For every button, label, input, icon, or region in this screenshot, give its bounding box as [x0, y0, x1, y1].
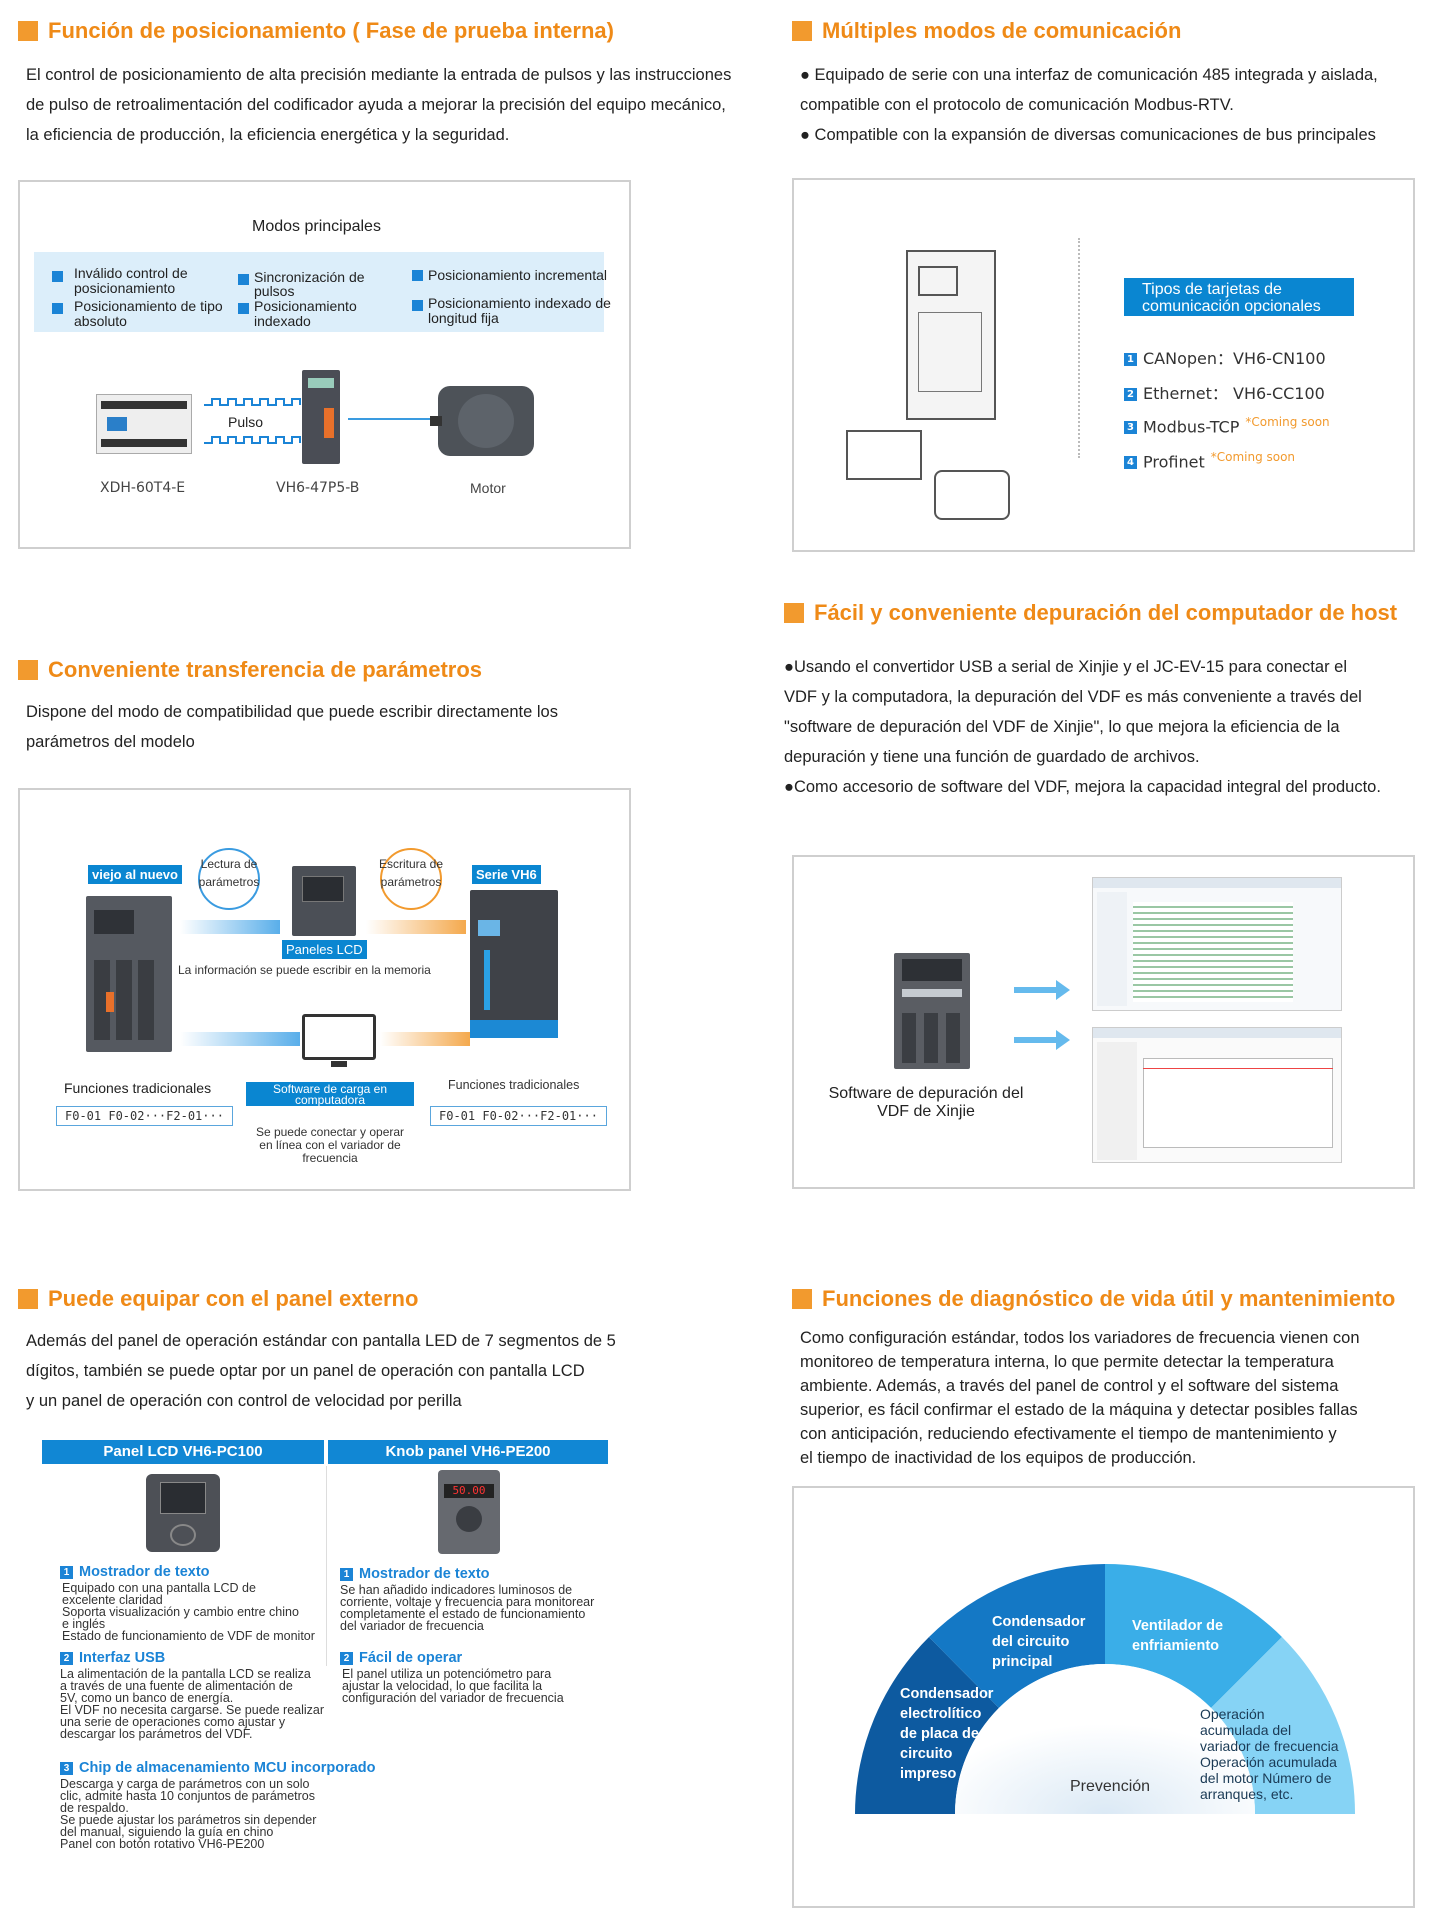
- arrow-icon: [180, 920, 280, 934]
- divider: [1078, 238, 1080, 458]
- software-chart-screenshot: [1092, 1027, 1342, 1163]
- vfd-device: [894, 953, 970, 1069]
- divider: [326, 1466, 327, 1666]
- orange-square-icon: [792, 1289, 812, 1309]
- positioning-diagram: Modos principales Inválido control de po…: [18, 180, 631, 549]
- pulse-signal-icon: [204, 398, 301, 444]
- diagnostics-description: Como configuración estándar, todos los v…: [800, 1329, 1360, 1467]
- modes-title: Modos principales: [252, 218, 381, 235]
- traditional-right: Funciones tradicionales: [448, 1078, 580, 1092]
- section-title-host-debug: Fácil y conveniente depuración del compu…: [784, 600, 1397, 626]
- codes-right: F0-01 F0-02···F2-01···: [430, 1106, 607, 1126]
- positioning-description: El control de posicionamiento de alta pr…: [26, 66, 732, 144]
- orange-square-icon: [18, 1289, 38, 1309]
- plc-device: [96, 394, 192, 454]
- lcd-panels-tag: Paneles LCD: [282, 940, 367, 959]
- vfd-device: [302, 370, 340, 464]
- lcd-panel-device: [146, 1474, 220, 1552]
- section-title-diagnostics: Funciones de diagnóstico de vida útil y …: [792, 1286, 1395, 1312]
- communication-description: ● Equipado de serie con una interfaz de …: [800, 66, 1378, 144]
- mode-item: Posicionamiento de tipo absoluto: [52, 299, 224, 329]
- lcd-panel-device: [292, 866, 356, 936]
- mode-item: Sincronización de pulsos: [238, 270, 404, 298]
- arrow-icon: [366, 920, 466, 934]
- device-label: Motor: [470, 480, 506, 496]
- modes-band: [34, 252, 604, 332]
- prevention-arch-chart: [855, 1563, 1356, 1814]
- connection-line: [348, 418, 438, 420]
- old-drive: [86, 896, 172, 1052]
- mode-item: Posicionamiento incremental: [412, 268, 628, 283]
- mode-item: Posicionamiento indexado: [238, 299, 384, 329]
- old-to-new-tag: viejo al nuevo: [88, 865, 182, 884]
- software-screenshot: [1092, 877, 1342, 1011]
- feature-text: Descarga y carga de parámetros con un so…: [60, 1777, 317, 1851]
- drive-part: [846, 430, 922, 480]
- traditional-left: Funciones tradicionales: [64, 1080, 212, 1096]
- arrow-icon: [380, 1032, 470, 1046]
- knob-panel-header: Knob panel VH6-PE200: [328, 1440, 608, 1464]
- orange-square-icon: [18, 21, 38, 41]
- mode-item: Inválido control de posicionamiento: [52, 266, 234, 296]
- device-label: VH6-47P5-B: [276, 480, 360, 496]
- orange-square-icon: [792, 21, 812, 41]
- pulse-label: Pulso: [228, 414, 264, 430]
- external-panel-description: Además del panel de operación estándar c…: [26, 1332, 616, 1410]
- parameter-transfer-description: Dispone del modo de compatibilidad que p…: [26, 703, 558, 751]
- codes-left: F0-01 F0-02···F2-01···: [56, 1106, 233, 1126]
- lcd-panel-header: Panel LCD VH6-PC100: [42, 1440, 324, 1464]
- section-title-communication: Múltiples modos de comunicación: [792, 18, 1181, 44]
- knob-panel-device: 50.00: [438, 1470, 500, 1554]
- computer-monitor-icon: [302, 1014, 376, 1067]
- drive-drawing: [906, 250, 996, 420]
- section-title-positioning: Función de posicionamiento ( Fase de pru…: [18, 18, 614, 44]
- write-circle: [380, 848, 442, 910]
- orange-square-icon: [18, 660, 38, 680]
- vh6-series-tag: Serie VH6: [472, 865, 541, 884]
- section-title-external-panel: Puede equipar con el panel externo: [18, 1286, 418, 1312]
- drive-part: [934, 470, 1010, 520]
- device-label: XDH-60T4-E: [100, 480, 186, 496]
- knob-display: 50.00: [444, 1484, 494, 1498]
- memory-note: La información se puede escribir en la m…: [178, 963, 431, 977]
- section-title-parameter-transfer: Conveniente transferencia de parámetros: [18, 657, 482, 683]
- vh6-drive: [470, 890, 558, 1038]
- mode-item: Posicionamiento indexado de longitud fij…: [412, 296, 618, 326]
- orange-square-icon: [784, 603, 804, 623]
- host-debug-description: ●Usando el convertidor USB a serial de X…: [784, 658, 1381, 796]
- arrow-icon: [1014, 980, 1070, 1050]
- feature-text: La alimentación de la pantalla LCD se re…: [60, 1667, 325, 1741]
- arrow-icon: [180, 1032, 300, 1046]
- prevention-label: Prevención: [1070, 1778, 1151, 1795]
- read-circle: [198, 848, 260, 910]
- motor-device: [430, 386, 534, 456]
